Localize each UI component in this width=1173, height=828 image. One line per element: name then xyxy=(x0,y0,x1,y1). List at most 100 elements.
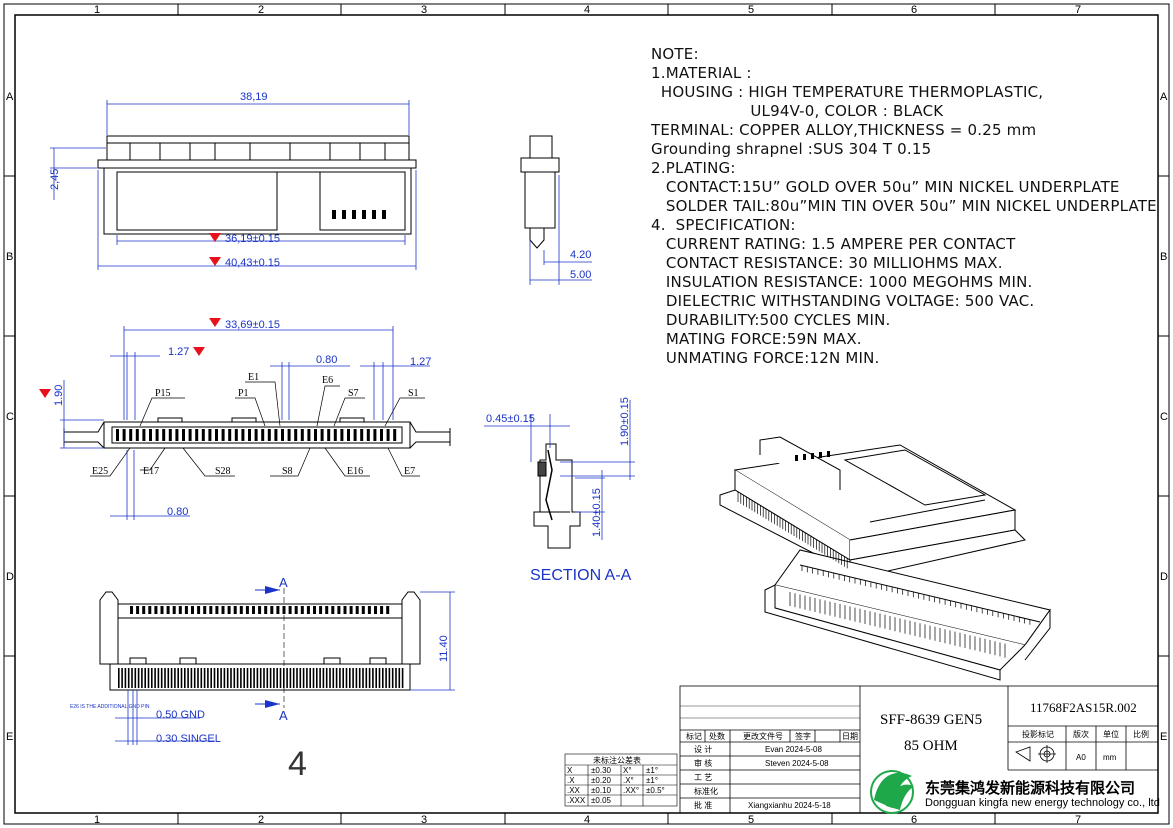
bottom-pin xyxy=(380,606,384,614)
front-pin xyxy=(366,429,370,441)
critical-marker xyxy=(193,347,205,356)
tolerance-title: 未标注公差表 xyxy=(593,755,641,765)
front-pin xyxy=(267,429,271,441)
bottom-pin xyxy=(227,606,231,614)
front-pin xyxy=(320,429,324,441)
dim-front-width: 33,69±0.15 xyxy=(225,319,280,331)
tb-part-no: 11768F2AS15R.002 xyxy=(1030,700,1137,715)
bottom-pin xyxy=(191,606,194,614)
front-pin xyxy=(175,429,179,441)
bottom-pin xyxy=(264,606,268,614)
front-pin xyxy=(168,429,172,441)
grid-row-a-r: A xyxy=(1160,91,1168,103)
tail-pin xyxy=(141,668,143,688)
front-pin xyxy=(142,429,146,441)
tail-pin xyxy=(203,668,206,688)
tail-pin xyxy=(292,668,295,688)
tail-pin xyxy=(286,668,288,688)
bottom-pin xyxy=(325,606,329,614)
bottom-pin xyxy=(154,606,158,614)
tail-pin xyxy=(332,668,335,688)
tolerance-cell: .XX xyxy=(567,786,581,795)
sheet-number: 4 xyxy=(288,745,307,783)
front-pin xyxy=(149,429,152,441)
tail-pin xyxy=(329,668,331,688)
bottom-pin xyxy=(288,606,292,614)
grid-row-c-r: C xyxy=(1160,411,1168,423)
bottom-view xyxy=(99,588,421,708)
bottom-pin xyxy=(331,606,335,614)
grid-row-b-r: B xyxy=(1160,251,1167,263)
tail-pin xyxy=(170,668,173,688)
company-logo xyxy=(870,770,914,814)
front-pin xyxy=(327,429,331,441)
company-name-cn: 东莞集鸿发新能源科技有限公司 xyxy=(925,779,1136,797)
bottom-pin xyxy=(233,606,237,614)
tail-pin xyxy=(124,668,127,688)
dim-pitch-030: 0.30 SINGEL xyxy=(156,733,221,745)
front-pin xyxy=(162,429,166,441)
section-title: SECTION A-A xyxy=(530,567,632,584)
bottom-pin xyxy=(300,606,304,614)
tail-pin xyxy=(253,668,255,688)
bottom-pin xyxy=(160,606,164,614)
tail-pin xyxy=(236,668,239,688)
title-block xyxy=(679,685,1159,814)
bottom-pin xyxy=(361,606,365,614)
tail-pin xyxy=(276,668,278,688)
grid-col-1b: 1 xyxy=(94,814,100,826)
bottom-pin xyxy=(270,606,274,614)
bottom-pin xyxy=(319,606,323,614)
tail-pin xyxy=(391,668,394,688)
dim-sec-045: 0.45±0.15 xyxy=(486,413,535,425)
tail-pin xyxy=(289,668,292,688)
dim-outer-width: 40,43±0.15 xyxy=(225,257,280,269)
tb-unit: mm xyxy=(1103,753,1117,762)
tolerance-cell: ±0.30 xyxy=(591,766,612,775)
iso-pin-rows xyxy=(737,492,1031,658)
tail-pin xyxy=(134,668,137,688)
label-s1: S1 xyxy=(408,388,419,399)
tail-pin xyxy=(213,668,216,688)
tolerance-cell: X xyxy=(567,766,573,775)
front-pin xyxy=(347,429,350,441)
iso-view-top xyxy=(719,436,1026,576)
tail-pin xyxy=(243,668,245,688)
tail-pin xyxy=(217,668,219,688)
note-line: UNMATING FORCE:12N MIN. xyxy=(651,349,880,367)
dim-pitch-127a: 1.27 xyxy=(168,346,189,358)
tb-review-by: Steven 2024-5-08 xyxy=(765,759,829,768)
tail-pin xyxy=(147,668,150,688)
tb-row-process: 工 艺 xyxy=(694,773,712,782)
label-e7: E7 xyxy=(404,466,415,477)
tail-pin xyxy=(266,668,269,688)
tb-hdr-doc: 更改文件号 xyxy=(743,731,783,741)
top-view xyxy=(97,135,417,235)
front-pin xyxy=(135,429,139,441)
tb-hdr-count: 处数 xyxy=(709,731,725,741)
critical-marker xyxy=(209,233,221,242)
tb-lbl-scale: 比例 xyxy=(1133,729,1149,739)
tail-pin xyxy=(362,668,364,688)
tail-pin xyxy=(197,668,199,688)
front-pin-row xyxy=(116,429,397,441)
tolerance-cell: ±0.5° xyxy=(646,786,665,795)
grid-row-e-r: E xyxy=(1160,731,1167,743)
tail-pin xyxy=(187,668,189,688)
tb-approve-by: Xiangxianhu 2024-5-18 xyxy=(748,801,831,810)
dim-pitch-050: 0.50 GND xyxy=(156,709,205,721)
grid-col-2b: 2 xyxy=(258,814,264,826)
front-pin xyxy=(314,429,317,441)
tb-product: SFF-8639 GEN5 xyxy=(880,712,982,728)
tail-pin xyxy=(118,668,120,688)
tail-pin xyxy=(144,668,146,688)
bottom-pin xyxy=(130,606,133,614)
tail-pin xyxy=(382,668,384,688)
bottom-pin xyxy=(349,606,353,614)
tb-lbl-ver: 版次 xyxy=(1073,729,1089,739)
bottom-pin xyxy=(221,606,225,614)
section-dims xyxy=(484,400,635,540)
front-pin xyxy=(122,429,126,441)
dim-sec-190: 1.90±0.15 xyxy=(619,397,631,446)
bottom-pin xyxy=(209,606,213,614)
